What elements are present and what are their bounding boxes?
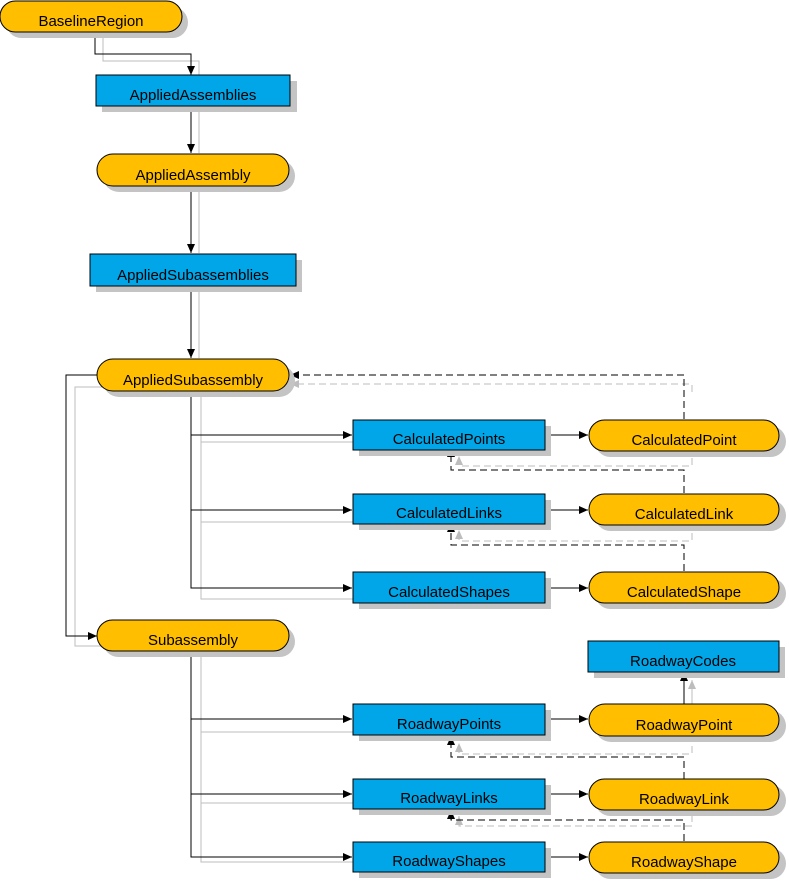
node-label: AppliedSubassemblies (117, 267, 269, 284)
dashed-edge (290, 371, 685, 419)
node-calculated-shape: CalculatedShape (588, 571, 786, 609)
node-roadway-point: RoadwayPoint (588, 703, 786, 742)
node-label: AppliedSubassembly (123, 372, 264, 389)
edge (190, 510, 352, 592)
light-edge (102, 38, 200, 87)
edge (190, 435, 352, 514)
light-edge (455, 456, 693, 467)
node-label: AppliedAssemblies (130, 87, 257, 104)
dashed-edge (447, 448, 685, 493)
dashed-edge (447, 523, 685, 571)
node-calculated-links: CalculatedLinks (352, 493, 551, 530)
node-roadway-codes: RoadwayCodes (587, 640, 785, 678)
edge (94, 32, 195, 75)
light-edge (200, 392, 360, 600)
node-applied-assembly: AppliedAssembly (96, 153, 295, 192)
node-baseline-region: BaselineRegion (0, 0, 188, 38)
edge (190, 391, 352, 439)
node-label: RoadwayShapes (392, 853, 505, 870)
node-label: RoadwayLinks (400, 790, 498, 807)
light-edge (455, 530, 693, 542)
node-label: AppliedAssembly (135, 167, 251, 184)
node-label: CalculatedLinks (396, 505, 502, 522)
node-label: CalculatedPoint (631, 432, 737, 449)
node-label: CalculatedPoints (393, 431, 506, 448)
node-calculated-link: CalculatedLink (588, 493, 786, 531)
node-applied-subassembly: AppliedSubassembly (96, 358, 295, 397)
light-edge (200, 652, 360, 863)
node-applied-assemblies: AppliedAssemblies (95, 74, 297, 112)
node-roadway-links: RoadwayLinks (352, 778, 551, 815)
node-label: CalculatedShape (627, 584, 741, 601)
node-label: RoadwayPoints (397, 716, 501, 733)
light-edge (455, 743, 693, 755)
node-calculated-points: CalculatedPoints (352, 419, 551, 456)
node-label: RoadwayCodes (630, 653, 736, 670)
node-subassembly: Subassembly (96, 619, 295, 657)
node-label: CalculatedLink (635, 506, 734, 523)
node-calculated-point: CalculatedPoint (588, 419, 786, 457)
node-roadway-shape: RoadwayShape (588, 841, 786, 879)
light-edge (290, 380, 693, 392)
node-label: Subassembly (148, 632, 239, 649)
edge (190, 794, 352, 861)
node-label: BaselineRegion (38, 13, 143, 30)
node-calculated-shapes: CalculatedShapes (352, 571, 551, 609)
node-roadway-points: RoadwayPoints (352, 703, 551, 741)
node-label: RoadwayShape (631, 854, 737, 871)
dashed-edge (447, 736, 685, 779)
node-roadway-link: RoadwayLink (588, 778, 786, 816)
edge (190, 651, 352, 723)
light-edge (455, 815, 693, 827)
node-label: RoadwayPoint (636, 717, 734, 734)
edge (65, 374, 97, 640)
node-label: CalculatedShapes (388, 584, 510, 601)
node-applied-subassemblies: AppliedSubassemblies (89, 253, 302, 292)
light-edge (74, 386, 105, 647)
node-roadway-shapes: RoadwayShapes (352, 841, 551, 878)
node-label: RoadwayLink (639, 791, 730, 808)
dark-connectors (65, 32, 688, 861)
edge (190, 719, 352, 798)
